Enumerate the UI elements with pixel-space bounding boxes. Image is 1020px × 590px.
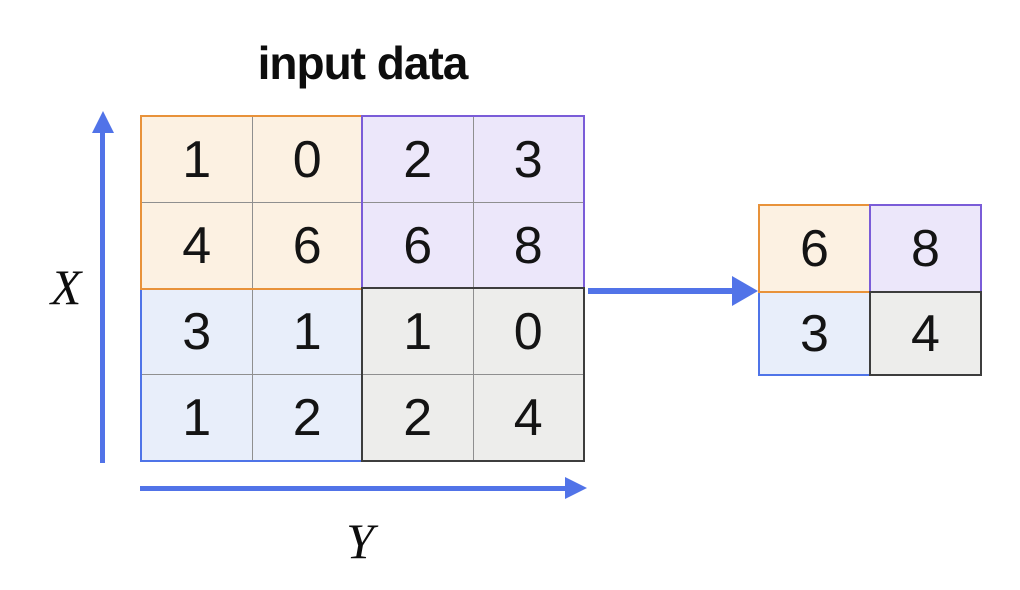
input-quadrant-top-left: 1 0 4 6	[140, 115, 364, 290]
input-cell-r2c1: 1	[252, 289, 362, 374]
input-cell-r3c3: 4	[473, 375, 583, 460]
input-cell-r0c0: 1	[142, 117, 252, 202]
x-axis-arrow	[92, 111, 114, 463]
output-grid: 3 6 8 4	[758, 204, 982, 376]
diagram-title: input data	[257, 37, 469, 89]
output-cell-r0c1: 8	[869, 204, 982, 293]
input-quadrant-top-right: 2 3 6 8	[361, 115, 585, 290]
y-axis-arrow	[140, 477, 587, 501]
input-quadrant-bottom-left: 3 1 1 2	[140, 287, 364, 462]
input-cell-r2c3: 0	[473, 289, 583, 374]
input-cell-r1c2: 6	[363, 203, 473, 288]
input-cell-r3c0: 1	[142, 375, 252, 460]
pooling-arrowhead-icon	[732, 276, 758, 306]
input-cell-r1c0: 4	[142, 203, 252, 288]
input-cell-r0c3: 3	[473, 117, 583, 202]
input-cell-r2c2: 1	[363, 289, 473, 374]
input-cell-r1c1: 6	[252, 203, 362, 288]
input-cell-r3c1: 2	[252, 375, 362, 460]
output-cell-r1c0: 3	[758, 291, 871, 376]
input-cell-r1c3: 8	[473, 203, 583, 288]
y-axis-arrow-shaft	[140, 486, 566, 491]
pooling-arrow-shaft	[588, 288, 734, 294]
output-cell-r0c0: 6	[758, 204, 871, 293]
x-axis-label: X	[50, 259, 82, 315]
input-cell-r3c2: 2	[363, 375, 473, 460]
input-quadrant-bottom-right: 1 0 2 4	[361, 287, 585, 462]
output-cell-r1c1: 4	[869, 291, 982, 376]
y-axis-label: Y	[346, 513, 374, 569]
input-cell-r0c2: 2	[363, 117, 473, 202]
input-cell-r2c0: 3	[142, 289, 252, 374]
input-grid: 3 1 1 2 1 0 4 6 2 3 6 8 1 0 2 4	[140, 115, 585, 462]
x-axis-arrow-shaft	[100, 131, 105, 463]
input-cell-r0c1: 0	[252, 117, 362, 202]
pooling-arrow	[588, 276, 758, 306]
y-axis-arrowhead-icon	[565, 477, 587, 499]
x-axis-arrowhead-icon	[92, 111, 114, 133]
